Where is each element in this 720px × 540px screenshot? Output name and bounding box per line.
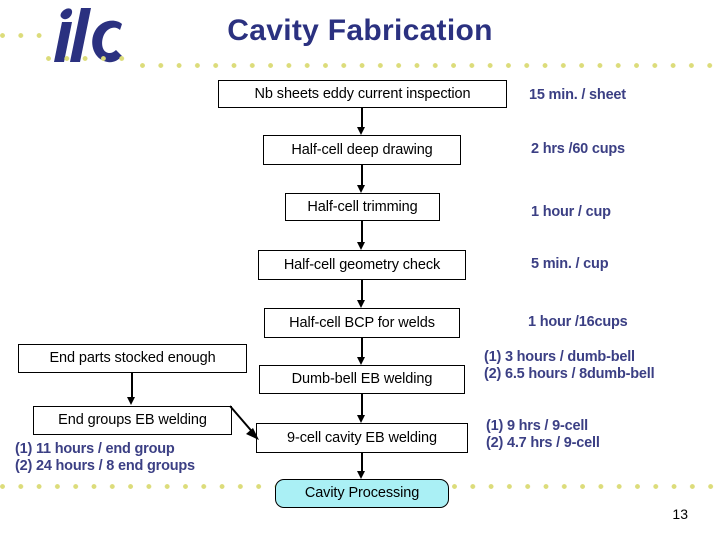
connector-line-end-parts [131, 373, 133, 397]
flow-box-nine-cell-cavity-eb-welding[interactable]: 9-cell cavity EB welding [256, 423, 468, 453]
flow-box-half-cell-trimming[interactable]: Half-cell trimming [285, 193, 440, 221]
connector-line-7 [361, 453, 363, 471]
connector-arrow-end-parts [127, 397, 135, 405]
connector-line-3 [361, 221, 363, 242]
connector-line-5 [361, 338, 363, 357]
dotted-rule-bottom-right [452, 484, 720, 489]
connector-line-2 [361, 165, 363, 186]
flow-box-half-cell-deep-drawing[interactable]: Half-cell deep drawing [263, 135, 461, 165]
annotation-rate-eddy-current: 15 min. / sheet [529, 87, 626, 103]
dotted-rule-bottom-left [0, 484, 278, 489]
flow-box-half-cell-bcp-for-welds[interactable]: Half-cell BCP for welds [264, 308, 460, 338]
flow-box-end-parts-stocked-enough[interactable]: End parts stocked enough [18, 344, 247, 373]
ilc-logo [36, 6, 140, 68]
flow-box-cavity-processing[interactable]: Cavity Processing [275, 479, 449, 508]
annotation-rate-trimming: 1 hour / cup [531, 204, 611, 220]
flow-box-half-cell-geometry-check[interactable]: Half-cell geometry check [258, 250, 466, 280]
connector-arrow-2 [357, 185, 365, 193]
connector-arrow-1 [357, 127, 365, 135]
connector-arrow-4 [357, 300, 365, 308]
annotation-rate-geometry: 5 min. / cup [531, 256, 609, 272]
connector-arrow-5 [357, 357, 365, 365]
flow-box-dumb-bell-eb-welding[interactable]: Dumb-bell EB welding [259, 365, 465, 394]
annotation-rate-deep-drawing: 2 hrs /60 cups [531, 141, 625, 157]
annotation-rate-nine-cell: (1) 9 hrs / 9-cell (2) 4.7 hrs / 9-cell [486, 418, 600, 451]
connector-arrow-end-groups-to-nine-cell [228, 404, 268, 446]
page-title: Cavity Fabrication [227, 14, 493, 47]
connector-line-1 [361, 108, 363, 128]
annotation-rate-dumb-bell: (1) 3 hours / dumb-bell (2) 6.5 hours / … [484, 349, 655, 382]
connector-arrow-3 [357, 242, 365, 250]
connector-line-4 [361, 280, 363, 300]
page-number: 13 [672, 506, 688, 522]
flow-box-nb-sheets-eddy-current-inspection[interactable]: Nb sheets eddy current inspection [218, 80, 507, 108]
dotted-rule-top-middle [46, 56, 132, 61]
connector-arrow-7 [357, 471, 365, 479]
connector-line-6 [361, 394, 363, 415]
flow-box-end-groups-eb-welding[interactable]: End groups EB welding [33, 406, 232, 435]
annotation-rate-end-groups: (1) 11 hours / end group (2) 24 hours / … [15, 441, 195, 474]
connector-arrow-6 [357, 415, 365, 423]
dotted-rule-top [140, 63, 720, 68]
dotted-rule-top-left [0, 33, 44, 38]
annotation-rate-bcp: 1 hour /16cups [528, 314, 628, 330]
